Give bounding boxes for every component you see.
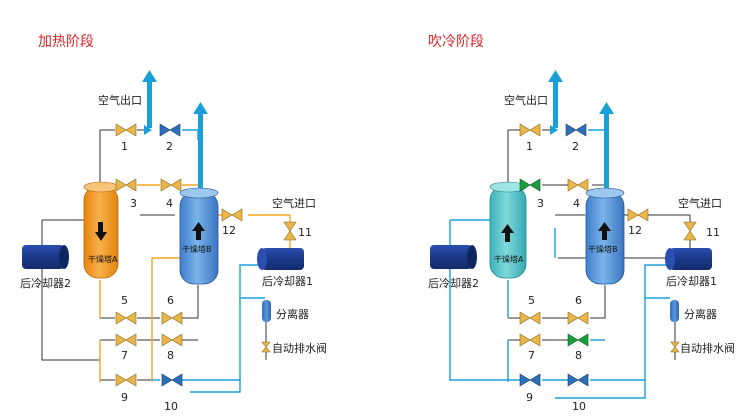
valve-9[interactable] [519, 373, 541, 387]
valve-12[interactable] [627, 208, 649, 222]
valve-number: 2 [166, 140, 173, 153]
valve-11[interactable] [683, 221, 697, 241]
valve-number: 6 [167, 294, 174, 307]
valve-1[interactable] [519, 123, 541, 137]
tower-a-label: 干燥塔A [494, 254, 524, 264]
valve-10[interactable] [567, 373, 589, 387]
valve-7[interactable] [519, 333, 541, 347]
valve-number: 1 [121, 140, 128, 153]
separator-label: 分离器 [276, 307, 309, 321]
valve-2[interactable] [159, 123, 181, 137]
outlet-arrows [142, 70, 208, 192]
valve-number: 12 [628, 224, 642, 237]
valve-number: 9 [121, 391, 128, 404]
valve-number: 8 [167, 349, 174, 362]
separator: 分离器 [670, 300, 717, 322]
valve-8[interactable] [567, 333, 589, 347]
valve-8[interactable] [161, 333, 183, 347]
tower-a: 干燥塔A [489, 181, 527, 279]
panel-title: 加热阶段 [38, 34, 94, 50]
drain-valve: 自动排水阀 [261, 341, 327, 360]
valve-5[interactable] [115, 311, 137, 325]
valve-number: 4 [573, 197, 580, 210]
up-arrow-icon [501, 224, 514, 233]
valve-number: 11 [298, 226, 312, 239]
valve-number: 8 [575, 349, 582, 362]
valve-number: 12 [222, 224, 236, 237]
tower-b: 干燥塔B [179, 187, 219, 285]
separator: 分离器 [262, 300, 309, 345]
valve-number: 2 [572, 140, 579, 153]
tower-b: 干燥塔B [585, 187, 625, 285]
outlet-arrows [548, 70, 614, 192]
valve-3[interactable] [115, 178, 137, 192]
cooler-1: 后冷却器1 [257, 248, 313, 288]
tower-a-label: 干燥塔A [88, 254, 118, 264]
cooler-1-label: 后冷却器1 [666, 275, 717, 288]
valve-number: 3 [130, 197, 137, 210]
valve-9[interactable] [115, 373, 137, 387]
air-outlet-label: 空气出口 [504, 93, 548, 107]
valve-number: 11 [706, 226, 720, 239]
valve-number: 7 [528, 349, 535, 362]
panel-heating: 加热阶段 [20, 34, 327, 413]
valve-number: 5 [528, 294, 535, 307]
valve-number: 10 [164, 400, 178, 413]
valve-4[interactable] [160, 178, 182, 192]
tower-b-label: 干燥塔B [588, 244, 618, 254]
cooler-2-label: 后冷却器2 [20, 277, 71, 290]
cooler-1: 后冷却器1 [665, 248, 717, 288]
up-arrow-icon [192, 222, 205, 231]
panel-title: 吹冷阶段 [428, 34, 484, 50]
down-arrow-icon [95, 232, 107, 241]
panel-cooling: 吹冷阶段 [428, 34, 735, 413]
valve-number: 10 [572, 400, 586, 413]
cooler-1-label: 后冷却器1 [262, 275, 313, 288]
valve-11[interactable] [283, 221, 297, 241]
drain-valve-label: 自动排水阀 [680, 341, 735, 355]
valve-number: 7 [121, 349, 128, 362]
valve-10[interactable] [161, 373, 183, 387]
blue-flow [449, 129, 670, 399]
cooler-2: 后冷却器2 [428, 245, 479, 290]
valve-6[interactable] [567, 311, 589, 325]
valve-5[interactable] [519, 311, 541, 325]
valve-number: 1 [526, 140, 533, 153]
drain-valve-label: 自动排水阀 [272, 341, 327, 355]
cooler-2: 后冷却器2 [20, 245, 71, 290]
valve-4[interactable] [567, 178, 589, 192]
tower-a: 干燥塔A [83, 181, 119, 279]
valve-number: 3 [537, 197, 544, 210]
up-arrow-icon [598, 222, 611, 231]
valve-number: 4 [166, 197, 173, 210]
air-inlet-label: 空气进口 [272, 196, 316, 210]
air-inlet-label: 空气进口 [678, 196, 722, 210]
valve-1[interactable] [115, 123, 137, 137]
valve-number: 9 [526, 391, 533, 404]
air-outlet-label: 空气出口 [98, 93, 142, 107]
drain-valve: 自动排水阀 [670, 341, 735, 360]
valve-6[interactable] [161, 311, 183, 325]
cooler-2-label: 后冷却器2 [428, 277, 479, 290]
tower-b-label: 干燥塔B [182, 244, 212, 254]
valve-number: 6 [575, 294, 582, 307]
separator-label: 分离器 [684, 307, 717, 321]
valve-12[interactable] [221, 208, 243, 222]
valve-3[interactable] [519, 178, 541, 192]
valve-2[interactable] [565, 123, 587, 137]
valve-7[interactable] [115, 333, 137, 347]
valve-number: 5 [121, 294, 128, 307]
